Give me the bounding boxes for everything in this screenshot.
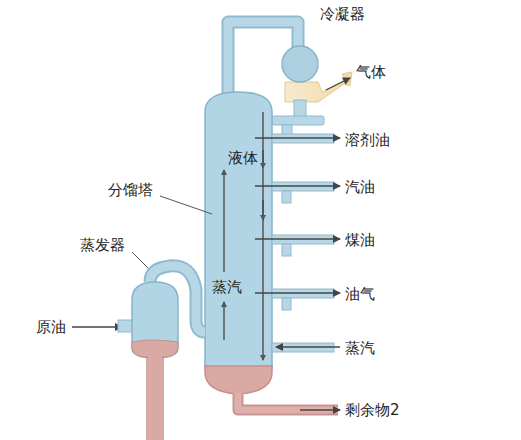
part-label: 煤油 — [345, 231, 375, 249]
part-label: 蒸发器 — [80, 236, 125, 254]
part-label: 蒸汽 — [345, 339, 375, 357]
part-label: 冷凝器 — [320, 5, 365, 23]
part-label: 溶剂油 — [345, 131, 390, 149]
part-label: 汽油 — [345, 178, 375, 196]
part-label: 气体 — [356, 63, 386, 81]
part-label: 原油 — [36, 318, 66, 336]
part-label: 分馏塔 — [108, 181, 153, 199]
part-label: 液体 — [228, 149, 258, 167]
part-label: 剩余物2 — [345, 401, 400, 419]
part-label: 油气 — [345, 285, 375, 303]
part-label: 蒸汽 — [212, 278, 242, 296]
